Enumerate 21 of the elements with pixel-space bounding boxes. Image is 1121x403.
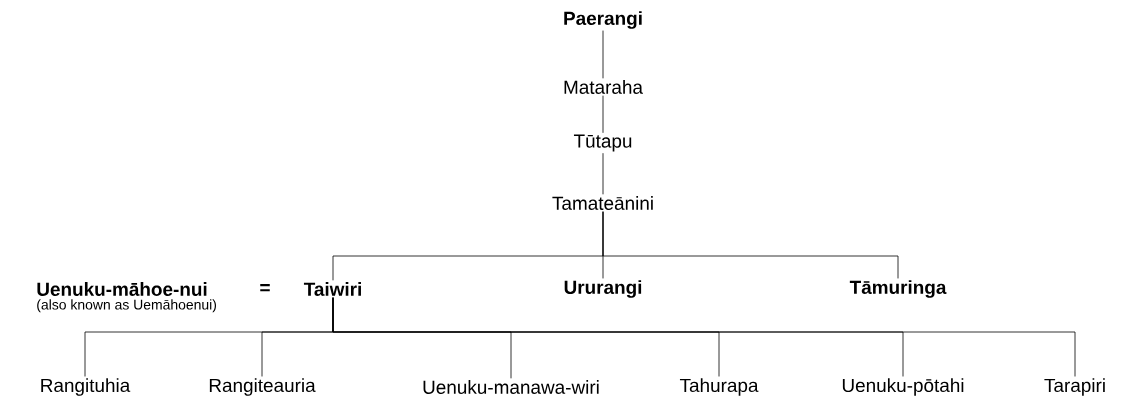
person-name: Mataraha: [564, 80, 643, 94]
person-name: Tūtapu: [573, 134, 632, 152]
person-name: Tamateānini: [552, 196, 653, 210]
lineage-line: [602, 30, 604, 79]
person-name: Taiwiri: [303, 282, 361, 296]
alias-note: (also known as Uemāhoenui): [37, 299, 217, 313]
person-name: Uenuku-māhoe-nui: [37, 282, 207, 296]
person-name: Uenuku-manawa-wiri: [423, 380, 599, 394]
lineage-line: [602, 95, 604, 134]
person-name: Ururangi: [564, 280, 642, 298]
marriage-sign: =: [260, 284, 270, 292]
person-name: Rangiteauria: [209, 378, 316, 396]
person-name: Rangituhia: [41, 378, 131, 396]
person-name: Paerangi: [564, 11, 642, 29]
lineage-line: [602, 211, 899, 279]
person-name: Uenuku-pōtahi: [842, 378, 964, 396]
lineage-line: [602, 152, 604, 195]
lineage-line: [332, 297, 1076, 377]
person-name: Tāmuringa: [849, 280, 947, 298]
person-name: Tahurapa: [679, 378, 759, 396]
person-name: Tarapiri: [1044, 378, 1105, 396]
